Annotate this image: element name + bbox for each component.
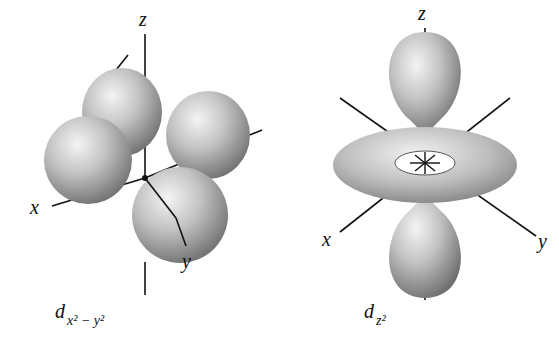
axis-label: z	[418, 2, 426, 24]
axis-label: x	[322, 228, 331, 250]
axis-label: x	[30, 196, 39, 218]
axis-label: z	[139, 8, 147, 30]
orbital-subscript: x² − y²	[67, 313, 104, 328]
axis-label: y	[182, 250, 191, 272]
orbital-name: d	[364, 300, 374, 322]
orbital-subscript: z²	[376, 313, 386, 328]
axis-label: y	[538, 230, 547, 252]
dz2-orbital	[333, 28, 536, 300]
dx2-y2-orbital	[44, 34, 262, 295]
orbital-name: d	[55, 300, 65, 322]
